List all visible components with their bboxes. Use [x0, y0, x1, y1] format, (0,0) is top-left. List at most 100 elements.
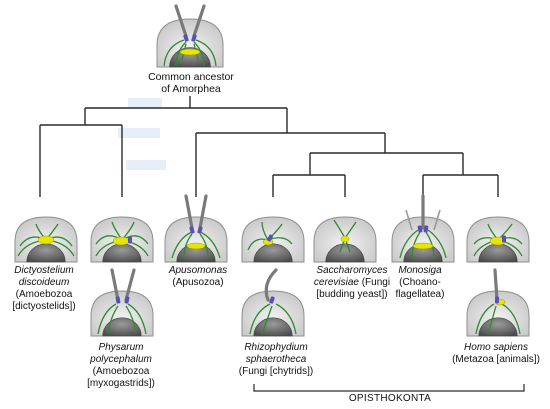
taxon-name-dictyostelium-1: Dictyostelium [14, 265, 74, 276]
taxon-label-saccharomyces: Saccharomyces cerevisiae (Fungi [budding… [298, 265, 406, 301]
taxon-label-physarum: Physarum polycephalum (Amoebozoa [myxoga… [78, 342, 164, 390]
taxon-label-monosiga: Monosiga (Choano- flagellatea) [380, 265, 460, 301]
flagellum [198, 194, 208, 230]
centrosome [412, 242, 434, 250]
root-label: Common ancestor of Amorphea [136, 71, 246, 95]
basal-body [115, 296, 121, 304]
microtubules [97, 303, 147, 335]
flagellum [124, 268, 136, 302]
flagellum [110, 268, 120, 302]
microtubule [199, 231, 221, 259]
microtubule [487, 305, 497, 335]
taxon-group-dictyostelium-2: [dictyostelids]) [12, 301, 76, 312]
centrosome [186, 242, 206, 250]
collar-microvilli [405, 209, 441, 231]
flagellum [264, 268, 278, 302]
opisthokonta-bracket [253, 384, 525, 392]
cell-monosiga [391, 194, 455, 263]
microtubules [163, 39, 217, 67]
microtubules [171, 231, 221, 259]
basal-body [191, 34, 197, 42]
microtubule [399, 229, 419, 259]
cell-rhizophydium [241, 216, 305, 263]
basal-body [502, 235, 506, 243]
taxon-label-dictyostelium: Dictyostelium discoideum (Amoebozoa [dic… [4, 265, 84, 313]
basal-body [269, 296, 275, 304]
microtubule [175, 41, 187, 67]
taxon-group-monosiga-2: flagellatea) [395, 289, 445, 300]
root-label-line1: Common ancestor [148, 71, 234, 83]
taxon-label-rhizophydium: Rhizophydium sphaerotheca (Fungi [chytri… [226, 342, 326, 378]
basal-body [189, 226, 195, 234]
taxon-group-homo: (Metazoa [animals]) [452, 354, 540, 365]
microtubules [249, 303, 297, 335]
taxon-group-saccharomyces-suffix: (Fungi [358, 277, 391, 288]
nucleus [102, 317, 142, 337]
basal-body [495, 296, 499, 304]
basal-body [417, 225, 423, 233]
root-label-line2: of Amorphea [161, 83, 221, 95]
microtubule [171, 231, 193, 259]
cell-apusomonas [164, 194, 228, 263]
flagellum [192, 4, 206, 38]
cell-illustrations [14, 4, 530, 337]
nucleus [169, 47, 211, 68]
taxon-group-physarum-1: (Amoebozoa [92, 366, 150, 377]
microtubule [475, 303, 495, 335]
microtubules [475, 303, 521, 335]
flagellum [174, 4, 188, 38]
microtubule [195, 39, 217, 67]
basal-body [197, 226, 203, 234]
tree-branches [39, 96, 499, 197]
microtubule [193, 41, 205, 67]
cell-homo-flagellate [466, 268, 530, 337]
taxon-name-monosiga: Monosiga [398, 265, 442, 276]
microtubule [275, 303, 297, 335]
microtubule [261, 305, 273, 335]
microtubule [199, 233, 209, 259]
microtubule [427, 229, 447, 259]
microtubule [97, 303, 117, 335]
taxon-name-physarum-2: polycephalum [90, 354, 152, 365]
centrosome [340, 235, 350, 243]
centrosome [37, 235, 55, 245]
microtubule [183, 233, 193, 259]
taxon-label-homo: Homo sapiens (Metazoa [animals]) [446, 342, 546, 366]
basal-body [128, 236, 132, 244]
microtubule [163, 39, 185, 67]
flagellum [184, 194, 194, 230]
cell-saccharomyces [313, 216, 377, 263]
flagellum [493, 268, 499, 302]
cell-rhizophydium-flagellate [241, 268, 305, 337]
microtubule [125, 305, 137, 335]
taxon-name-saccharomyces-2: cerevisiae [313, 277, 359, 288]
cell-homo [466, 216, 530, 263]
taxon-group-dictyostelium-1: (Amoebozoa [15, 289, 73, 300]
taxon-name-rhizophydium-2: sphaerotheca [245, 354, 307, 365]
taxon-name-homo: Homo sapiens [464, 342, 528, 353]
microtubule [261, 221, 269, 241]
taxon-name-rhizophydium-1: Rhizophydium [244, 342, 308, 353]
taxon-label-apusomonas: Apusomonas (Apusozoa) [156, 265, 240, 289]
microtubule [501, 303, 521, 335]
microtubule [249, 303, 271, 335]
taxon-name-dictyostelium-2: discoideum [18, 277, 70, 288]
taxon-group-physarum-2: [myxogastrids]) [87, 378, 155, 389]
centrosome [112, 236, 130, 246]
basal-body [124, 296, 130, 304]
centrosome [179, 48, 201, 56]
cell-physarum [90, 216, 154, 263]
basal-body [183, 34, 189, 42]
microtubule [127, 303, 147, 335]
cell-common-ancestor [156, 4, 224, 68]
clade-label-opisthokonta: OPISTHOKONTA [348, 393, 432, 404]
taxon-name-physarum-1: Physarum [98, 342, 144, 353]
taxon-group-monosiga-1: (Choano- [399, 277, 441, 288]
nucleus [253, 243, 293, 263]
taxon-group-saccharomyces: [budding yeast]) [316, 289, 388, 300]
taxon-group-apusomonas: (Apusozoa) [172, 277, 224, 288]
taxon-name-saccharomyces-1: Saccharomyces [316, 265, 388, 276]
taxon-name-apusomonas: Apusomonas [168, 265, 228, 276]
